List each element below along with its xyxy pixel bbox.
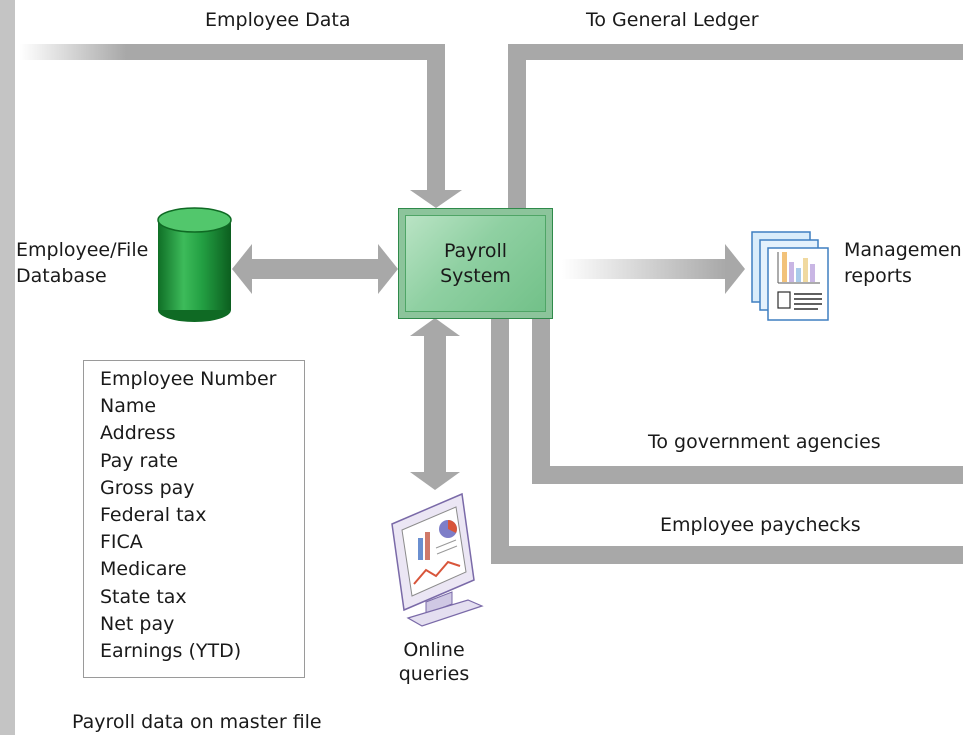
online-queries-monitor-icon — [391, 492, 484, 627]
management-reports-label-line-2: reports — [844, 265, 912, 287]
employee-paychecks-label: Employee paychecks — [660, 514, 861, 536]
database-link-arrowhead-left — [232, 244, 252, 294]
field-item: FICA — [100, 531, 143, 554]
management-reports-arrowhead — [725, 244, 745, 294]
employee-data-arrowhead — [410, 190, 462, 208]
field-item: Employee Number — [100, 368, 277, 390]
government-line-band — [532, 466, 963, 484]
field-item: Pay rate — [100, 449, 179, 472]
field-item: Medicare — [100, 558, 187, 581]
online-queries-label-line-1: Online — [403, 639, 465, 661]
field-item: Federal tax — [100, 504, 207, 527]
field-item: Name — [100, 395, 157, 418]
payroll-system-line-1: Payroll — [443, 240, 508, 262]
field-item: Address — [100, 422, 176, 445]
database-link-arrowhead-right — [378, 244, 398, 294]
management-reports-icon — [751, 231, 829, 321]
employee-data-label: Employee Data — [205, 9, 351, 31]
general-ledger-line-top — [508, 44, 963, 60]
paychecks-line-stem — [491, 318, 509, 564]
general-ledger-label: To General Ledger — [586, 9, 759, 31]
database-icon — [157, 207, 232, 322]
online-queries-arrowhead-up — [410, 318, 460, 336]
payroll-system-line-2: System — [440, 265, 511, 287]
employee-data-arrow-stem — [427, 44, 445, 192]
government-line-stem — [532, 318, 550, 484]
master-file-fields-list: Employee Number Name Address Pay rate Gr… — [84, 361, 304, 665]
field-item: Gross pay — [100, 476, 195, 499]
online-queries-link-shaft — [424, 334, 446, 474]
management-reports-arrow-shaft — [562, 259, 727, 279]
online-queries-arrowhead-down — [410, 472, 460, 490]
online-queries-label-line-2: queries — [398, 663, 470, 685]
payroll-system-title: Payroll System — [399, 239, 552, 289]
field-item: State tax — [100, 585, 187, 608]
field-item: Earnings (YTD) — [100, 640, 242, 663]
government-agencies-label: To government agencies — [648, 431, 881, 453]
management-reports-label-line-1: Managemen — [844, 239, 962, 261]
master-file-caption: Payroll data on master file — [72, 711, 322, 733]
page-left-edge — [0, 0, 15, 735]
paychecks-line-band — [491, 546, 963, 564]
field-item: Net pay — [100, 612, 175, 635]
database-label-line-1: Employee/File — [16, 239, 149, 261]
general-ledger-line-stem — [508, 44, 526, 210]
employee-data-arrow-band — [20, 44, 445, 60]
payroll-system-box: Payroll System — [398, 208, 553, 319]
database-link-shaft — [250, 259, 380, 279]
master-file-fields-box: Employee Number Name Address Pay rate Gr… — [83, 360, 305, 678]
database-label-line-2: Database — [16, 265, 107, 287]
